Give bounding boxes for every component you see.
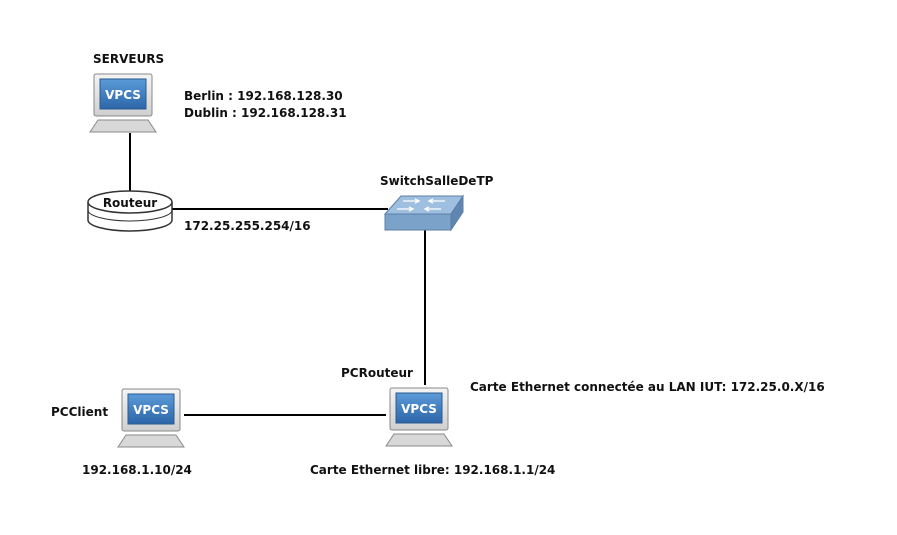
- serveurs-pc-icon[interactable]: VPCS: [89, 73, 157, 133]
- pcrouteur-title: PCRouteur: [341, 366, 413, 380]
- serveurs-title: SERVEURS: [93, 52, 165, 66]
- pcrouteur-pc-icon[interactable]: VPCS: [385, 387, 453, 447]
- switch-icon[interactable]: [383, 194, 464, 232]
- dublin-ip-label: Dublin : 192.168.128.31: [184, 106, 347, 120]
- routeur-label: Routeur: [103, 196, 157, 210]
- routeur-icon[interactable]: Routeur: [87, 190, 173, 232]
- pcclient-title: PCClient: [51, 405, 109, 419]
- routeur-ip-label: 172.25.255.254/16: [184, 219, 311, 233]
- pcclient-pc-icon[interactable]: VPCS: [117, 388, 185, 448]
- serveurs-badge: VPCS: [105, 88, 141, 102]
- switch-title: SwitchSalleDeTP: [380, 174, 494, 188]
- carte-libre-label: Carte Ethernet libre: 192.168.1.1/24: [310, 463, 556, 477]
- lan-iut-label: Carte Ethernet connectée au LAN IUT: 172…: [470, 380, 825, 394]
- pcclient-badge: VPCS: [133, 403, 169, 417]
- berlin-ip-label: Berlin : 192.168.128.30: [184, 89, 343, 103]
- pcrouteur-badge: VPCS: [401, 402, 437, 416]
- pcclient-ip-label: 192.168.1.10/24: [82, 463, 192, 477]
